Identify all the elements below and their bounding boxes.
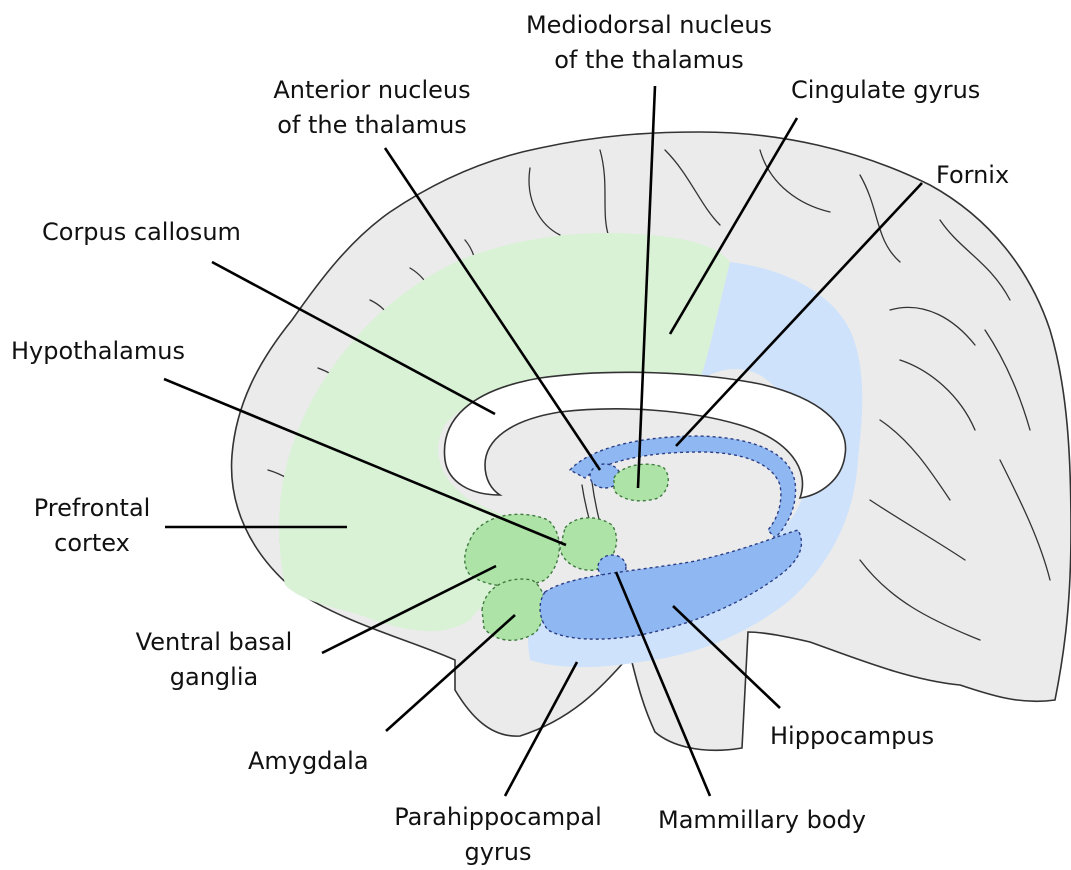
label-hypothalamus: Hypothalamus	[11, 334, 185, 369]
label-fornix: Fornix	[936, 158, 1009, 193]
label-ventral-basal-ganglia: Ventral basal ganglia	[104, 625, 324, 695]
label-anterior-nucleus: Anterior nucleus of the thalamus	[236, 73, 508, 143]
label-mammillary-body: Mammillary body	[658, 803, 866, 838]
label-hippocampus: Hippocampus	[770, 719, 934, 754]
label-prefrontal-cortex: Prefrontal cortex	[14, 491, 170, 561]
label-corpus-callosum: Corpus callosum	[42, 215, 241, 250]
label-parahippocampal-gyrus: Parahippocampal gyrus	[368, 800, 628, 870]
label-amygdala: Amygdala	[248, 744, 369, 779]
label-cingulate-gyrus: Cingulate gyrus	[791, 73, 980, 108]
label-mediodorsal-nucleus: Mediodorsal nucleus of the thalamus	[498, 8, 800, 78]
